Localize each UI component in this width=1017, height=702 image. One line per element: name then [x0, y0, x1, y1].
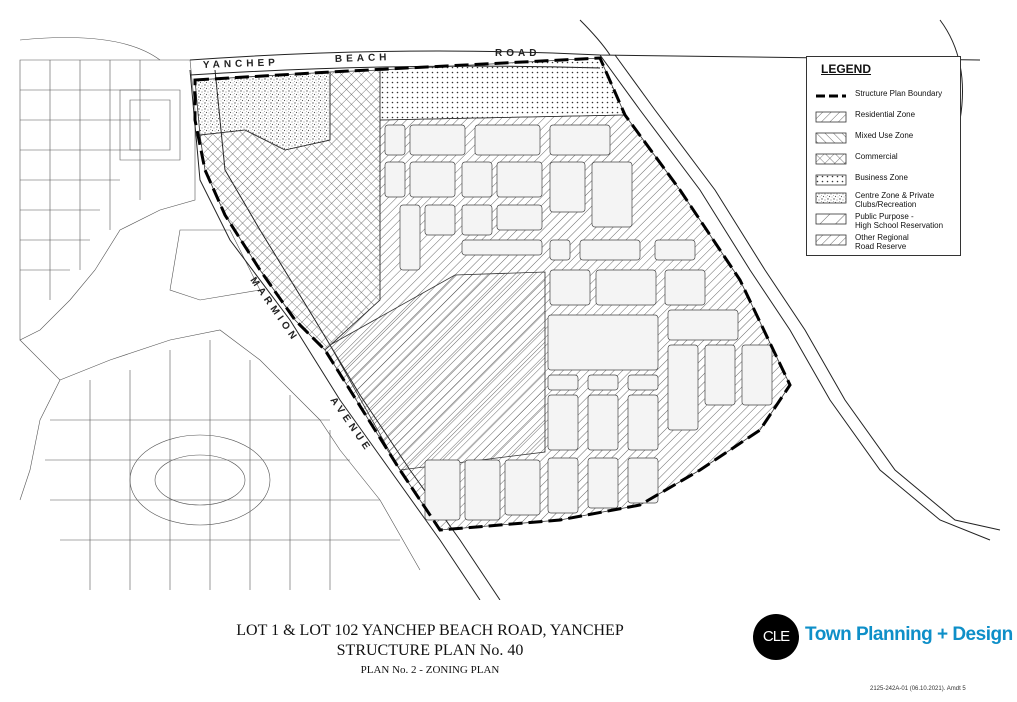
context-lots	[19, 37, 421, 590]
zone-public-purpose	[329, 271, 546, 471]
plan-subtitle: STRUCTURE PLAN No. 40	[336, 642, 524, 659]
legend-item-mixed-use: Mixed Use Zone	[815, 129, 959, 149]
cle-logo-mark: CLE	[753, 614, 799, 660]
legend: LEGEND Structure Plan Boundary Residenti…	[806, 56, 961, 256]
legend-item-public-purpose: Public Purpose - High School Reservation	[815, 210, 959, 230]
business-swatch	[815, 174, 847, 186]
legend-label: Mixed Use Zone	[855, 131, 914, 140]
residential-swatch	[815, 111, 847, 123]
legend-label: Structure Plan Boundary	[855, 89, 943, 98]
street-blocks	[384, 124, 773, 521]
cle-logo-text: Town Planning + Design	[805, 624, 1013, 645]
structure-plan-boundary	[193, 56, 792, 532]
legend-title: LEGEND	[821, 62, 872, 76]
public-purpose-swatch	[815, 213, 847, 225]
legend-label: Public Purpose - High School Reservation	[855, 212, 944, 230]
legend-item-residential: Residential Zone	[815, 108, 959, 128]
legend-label: Other Regional Road Reserve	[855, 233, 909, 251]
legend-label: Business Zone	[855, 173, 908, 182]
zoning-map: YANCHEP BEACH ROAD MARMION AVENUE	[19, 19, 1001, 600]
road-label-yanchep: YANCHEP	[203, 57, 279, 71]
road-reserve-swatch	[815, 234, 847, 246]
legend-label: Centre Zone & Private Clubs/Recreation	[855, 191, 935, 209]
legend-item-business: Business Zone	[815, 171, 959, 191]
plan-title: LOT 1 & LOT 102 YANCHEP BEACH ROAD, YANC…	[236, 622, 624, 639]
legend-item-centre: Centre Zone & Private Clubs/Recreation	[815, 189, 959, 209]
centre-swatch	[815, 192, 847, 204]
mixed-use-swatch	[815, 132, 847, 144]
plan-name: PLAN No. 2 - ZONING PLAN	[360, 664, 500, 676]
road-label-road: ROAD	[495, 48, 540, 59]
boundary-swatch	[816, 94, 846, 98]
legend-item-boundary: Structure Plan Boundary	[815, 87, 959, 107]
commercial-swatch	[815, 153, 847, 165]
legend-label: Residential Zone	[855, 110, 916, 119]
legend-item-road-reserve: Other Regional Road Reserve	[815, 231, 959, 251]
legend-item-commercial: Commercial	[815, 150, 959, 170]
plan-reference: 2125-242A-01 (06.10.2021). Amdt 5	[870, 686, 966, 692]
legend-label: Commercial	[855, 152, 898, 161]
road-label-beach: BEACH	[335, 52, 391, 65]
